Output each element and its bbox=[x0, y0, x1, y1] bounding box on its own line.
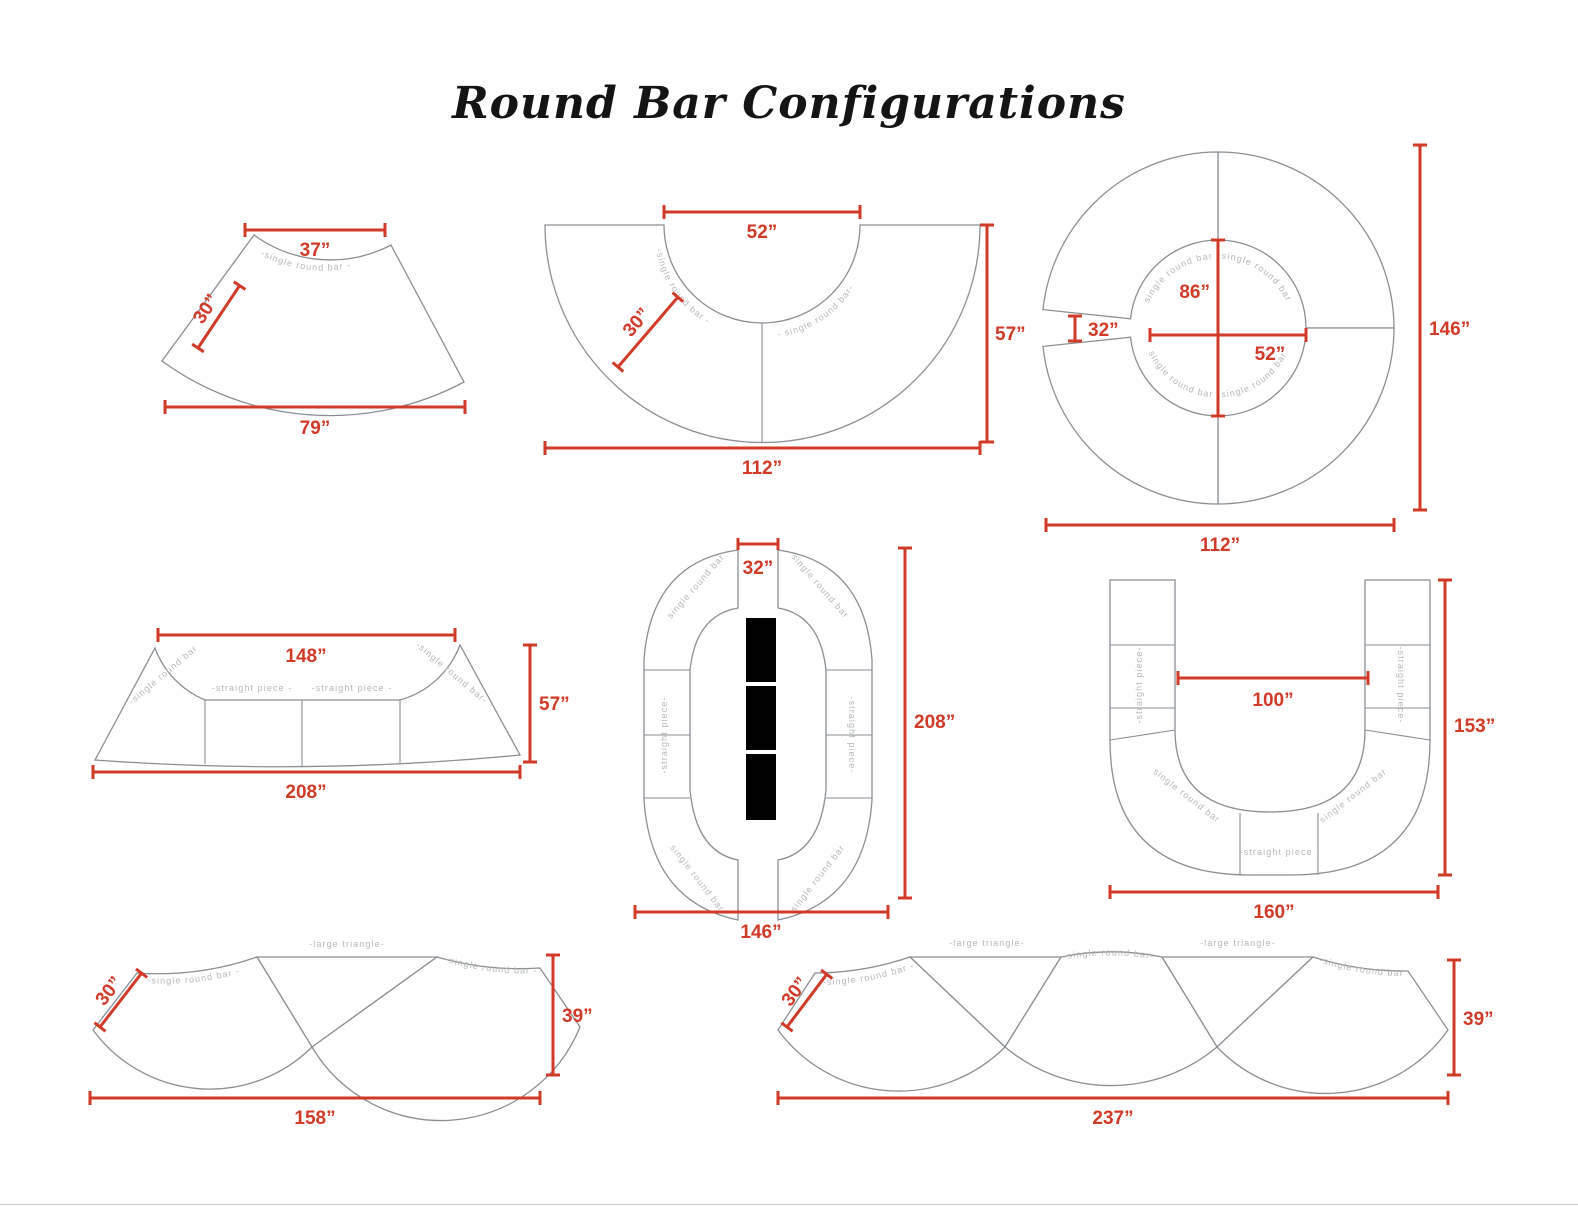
dim-top-width: 37” bbox=[243, 223, 387, 261]
dim-right-height bbox=[523, 643, 537, 764]
piece-label-triangle: -large triangle- bbox=[309, 939, 385, 949]
piece-label-col-right: -straight piece- bbox=[1396, 646, 1406, 723]
svg-text:37”: 37” bbox=[300, 240, 331, 261]
back-bar-shelf bbox=[746, 754, 776, 820]
piece-label-straight-1: -straight piece - bbox=[212, 683, 293, 693]
dim-right-height-value: 57” bbox=[995, 324, 1026, 345]
svg-text:160”: 160” bbox=[1253, 902, 1294, 923]
dim-bottom-width: 79” bbox=[163, 400, 467, 439]
u-outline bbox=[1109, 579, 1431, 876]
fan-left-outline bbox=[92, 956, 313, 1090]
dim-right-height bbox=[1438, 578, 1452, 877]
back-bar-shelf bbox=[746, 618, 776, 682]
svg-text:112”: 112” bbox=[742, 458, 782, 479]
piece-label-col-left: -straight piece- bbox=[1134, 646, 1144, 723]
dim-right-height-value: 153” bbox=[1454, 716, 1495, 737]
piece-label-side-right: -straight piece- bbox=[847, 696, 857, 773]
dim-right-height bbox=[980, 223, 994, 444]
svg-text:146”: 146” bbox=[740, 922, 781, 943]
svg-text:32”: 32” bbox=[743, 558, 774, 579]
dim-bottom-width: 146” bbox=[633, 905, 890, 943]
svg-text:52”: 52” bbox=[747, 222, 778, 243]
dim-right-height bbox=[1447, 958, 1461, 1077]
svg-text:208”: 208” bbox=[285, 782, 326, 803]
dim-right-height-value: 57” bbox=[539, 694, 570, 715]
piece-label-side-left: -straight piece- bbox=[659, 696, 669, 773]
dim-inner-width: 52” bbox=[1148, 328, 1308, 365]
page-bottom-divider bbox=[0, 1204, 1578, 1205]
piece-divider bbox=[1109, 729, 1176, 741]
config-straight-bar: -single round bar -straight piece - -str… bbox=[91, 628, 570, 803]
piece-label-triangle-2: -large triangle- bbox=[1200, 938, 1276, 948]
svg-text:237”: 237” bbox=[1092, 1108, 1133, 1129]
config-full-circle: single round bar single round bar single… bbox=[1042, 143, 1470, 556]
bar-outline bbox=[93, 643, 522, 768]
dim-right-height-value: 208” bbox=[914, 712, 955, 733]
dim-right-height-value: 39” bbox=[1463, 1009, 1494, 1030]
dim-top-width: 52” bbox=[662, 205, 862, 243]
segment-bottom-right bbox=[1217, 327, 1395, 505]
segment-top-left bbox=[1042, 151, 1219, 320]
config-oval: single round bar single round bar -strai… bbox=[633, 538, 955, 943]
config-three-bars-two-triangles: -single round bar - -large triangle- -si… bbox=[760, 922, 1494, 1129]
fan-outline bbox=[161, 234, 465, 417]
back-bar-shelf bbox=[746, 686, 776, 750]
dim-inner-height-value: 86” bbox=[1179, 282, 1210, 303]
fan-3-outline bbox=[1216, 956, 1449, 1095]
dim-gap: 32” bbox=[736, 538, 780, 579]
dim-gap bbox=[1068, 314, 1082, 343]
fan-right-outline bbox=[311, 956, 581, 1122]
config-two-bars-triangle: -single round bar - -large triangle- -si… bbox=[88, 939, 593, 1129]
dim-bottom-width: 158” bbox=[88, 1091, 542, 1129]
fan-1-outline bbox=[777, 956, 1006, 1092]
config-single-round-bar: -single round bar - 37” 30” 79” bbox=[161, 223, 467, 439]
piece-divider bbox=[1364, 729, 1431, 741]
dim-right-height bbox=[898, 546, 912, 900]
dim-inner-height bbox=[1211, 238, 1225, 418]
dim-overall-height bbox=[1413, 143, 1427, 512]
piece-label-straight-2: -straight piece - bbox=[312, 683, 393, 693]
dim-gap-value: 32” bbox=[1088, 320, 1119, 341]
dim-top-width: 148” bbox=[156, 628, 457, 667]
svg-text:100”: 100” bbox=[1252, 690, 1293, 711]
config-u-shape: -straight piece- -straight piece- single… bbox=[1108, 578, 1495, 923]
segment-bottom-left bbox=[1042, 336, 1219, 505]
dim-right-height-value: 39” bbox=[562, 1006, 593, 1027]
svg-text:148”: 148” bbox=[285, 646, 326, 667]
piece-label-fan-2: -single round bar- bbox=[1062, 947, 1155, 961]
dim-bottom-width: 160” bbox=[1108, 885, 1440, 923]
dim-right-height bbox=[546, 953, 560, 1077]
dim-bottom-width: 208” bbox=[91, 765, 522, 803]
dim-inner-width: 100” bbox=[1176, 671, 1370, 711]
page-title: Round Bar Configurations bbox=[452, 78, 1126, 129]
piece-label-bottom: -straight piece - bbox=[1240, 847, 1321, 857]
svg-text:158”: 158” bbox=[294, 1108, 335, 1129]
svg-text:79”: 79” bbox=[300, 418, 331, 439]
svg-text:112”: 112” bbox=[1200, 535, 1240, 556]
dim-bottom-width: 237” bbox=[776, 1091, 1450, 1129]
fan-2-outline bbox=[1004, 951, 1218, 1087]
dim-overall-width: 112” bbox=[1044, 518, 1396, 556]
config-half-circle: -single round bar - - single round bar- … bbox=[543, 205, 1026, 479]
dim-overall-height-value: 146” bbox=[1429, 319, 1470, 340]
svg-text:52”: 52” bbox=[1255, 344, 1286, 365]
segment-top-right bbox=[1217, 151, 1395, 329]
piece-label-triangle-1: -large triangle- bbox=[949, 938, 1025, 948]
dim-bottom-width: 112” bbox=[543, 441, 982, 479]
